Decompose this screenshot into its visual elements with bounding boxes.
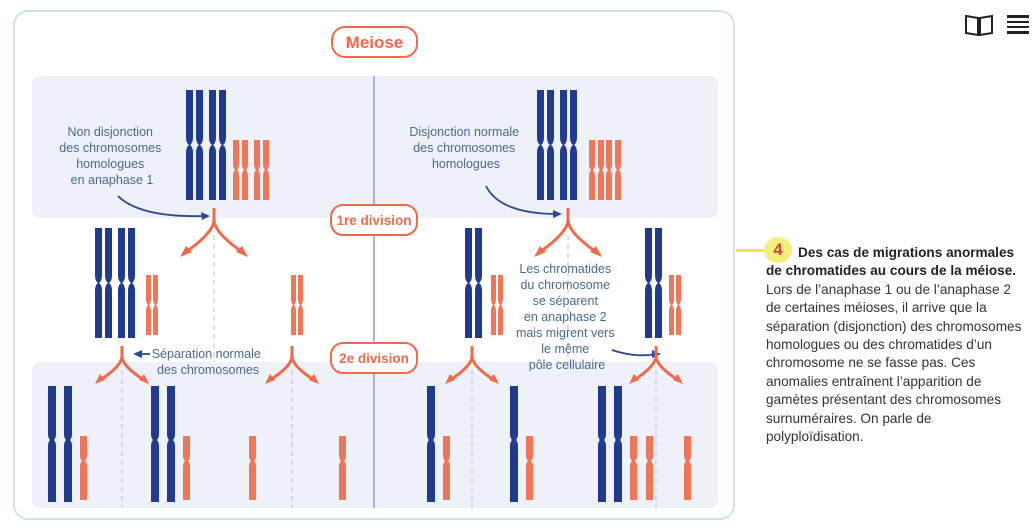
left-gamete-3 <box>249 436 256 500</box>
right-top-label: Disjonction normale des chromosomes homo… <box>409 125 522 171</box>
right-annotation-arrowhead <box>553 210 562 218</box>
right-arrowhead-2c <box>629 374 639 384</box>
first-division-panel <box>32 76 718 218</box>
right-annotation-arrow <box>485 185 559 215</box>
figure-number-badge: 4 <box>764 237 792 263</box>
left-annotation-arrow <box>117 195 207 218</box>
left-bottom-annotation-arrowhead <box>133 350 142 358</box>
title-pill <box>331 26 418 58</box>
caption-title: Des cas de migrations anormales de chrom… <box>766 245 1017 279</box>
left-arrowhead-1a <box>180 246 192 257</box>
menu-icon[interactable] <box>1006 13 1030 42</box>
left-arrowhead-1b <box>236 246 248 257</box>
caption-body: Lors de l’anaphase 1 ou de l’anaphase 2 … <box>766 281 1022 445</box>
left-arrowhead-2a <box>95 374 105 384</box>
left-gamete-4 <box>339 436 346 500</box>
left-split-arrows-2 <box>99 346 315 382</box>
right-arrowhead-2b <box>489 374 499 384</box>
left-arrowhead-2b <box>139 374 149 384</box>
right-bottom-label: Les chromatides du chromosome se séparen… <box>516 262 618 372</box>
left-top-label: Non disjonction des chromosomes homologu… <box>59 125 165 187</box>
book-icon[interactable] <box>964 13 994 42</box>
second-division-pill <box>330 342 418 374</box>
right-gamete-4 <box>684 436 691 500</box>
first-division-pill <box>330 204 418 236</box>
second-division-panel <box>32 362 718 508</box>
caption-connector-line <box>736 249 766 252</box>
left-bottom-label: Séparation normale des chromosomes <box>152 347 265 377</box>
left-annotation-arrowhead <box>201 212 210 220</box>
left-split-arrow-1 <box>185 208 243 254</box>
left-arrowhead-2d <box>309 374 319 384</box>
right-arrowhead-2d <box>673 374 683 384</box>
diagram-title: Meiose <box>346 33 404 52</box>
right-split-arrow-1 <box>539 208 597 254</box>
second-division-label: 2e division <box>339 351 409 366</box>
figure-caption: Des cas de migrations anormales de chrom… <box>766 244 1028 446</box>
left-arrowhead-2c <box>265 374 275 384</box>
right-arrowhead-1a <box>534 246 546 257</box>
right-split-arrows-2 <box>449 346 679 382</box>
right-arrowhead-2a <box>445 374 455 384</box>
first-division-label: 1re division <box>336 213 411 228</box>
right-arrowhead-1b <box>590 246 602 257</box>
